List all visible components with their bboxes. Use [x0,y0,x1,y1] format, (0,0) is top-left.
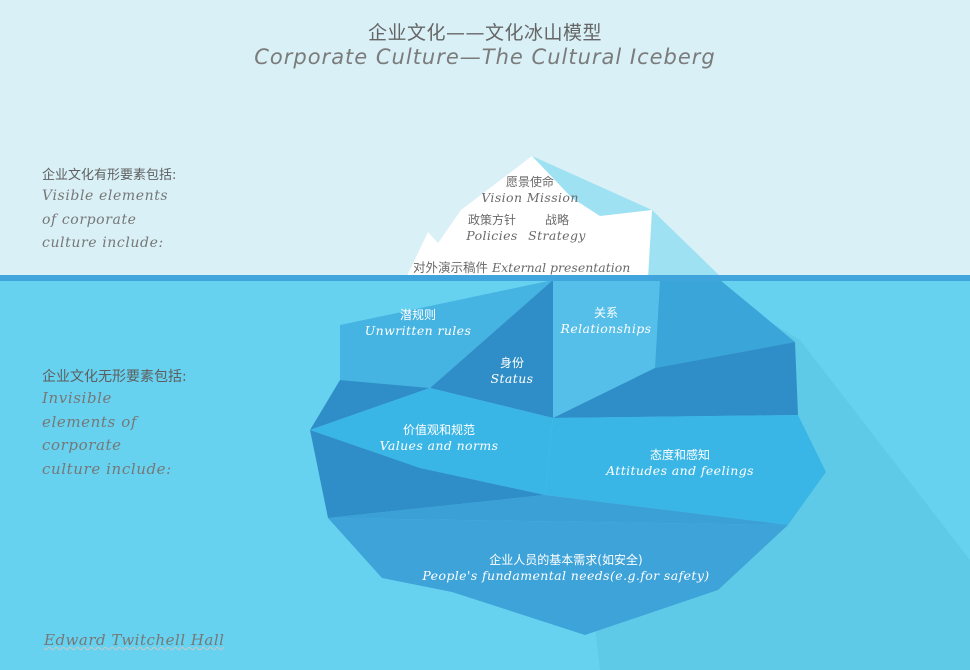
label-external-presentation: 对外演示稿件 External presentation [413,257,630,276]
label-policies-en: Policies [466,228,518,243]
label-external-presentation-zh: 对外演示稿件 [413,260,489,275]
label-vision-mission-en: Vision Mission [481,190,579,205]
label-attitudes-feelings-zh: 态度和感知 [649,448,710,462]
label-relationships: 关系 Relationships [561,306,652,336]
label-relationships-zh: 关系 [593,306,618,320]
label-status-en: Status [490,371,534,386]
label-strategy-zh: 战略 [544,213,570,227]
label-values-norms-en: Values and norms [379,438,499,453]
iceberg-tip [406,156,652,278]
label-unwritten-rules-en: Unwritten rules [364,323,472,338]
label-fundamental-needs-en: People's fundamental needs(e.g.for safet… [422,568,710,583]
invisible-heading-chinese: 企业文化无形要素包括: [42,369,187,385]
label-relationships-en: Relationships [560,321,652,336]
label-strategy: 战略 Strategy [528,213,586,243]
label-unwritten-rules: 潜规则 Unwritten rules [365,308,472,338]
label-policies: 政策方针 Policies [466,213,517,243]
label-strategy-en: Strategy [528,228,586,243]
visible-heading-chinese: 企业文化有形要素包括: [42,168,177,183]
label-policies-zh: 政策方针 [467,213,516,227]
label-attitudes-feelings: 态度和感知 Attitudes and feelings [606,448,754,478]
label-unwritten-rules-zh: 潜规则 [399,308,436,322]
label-fundamental-needs: 企业人员的基本需求(如安全) People's fundamental need… [422,553,709,583]
author-credit: Edward Twitchell Hall [44,631,224,649]
label-attitudes-feelings-en: Attitudes and feelings [606,463,754,478]
label-vision-mission: 愿景使命 Vision Mission [481,175,579,205]
invisible-heading-english: Invisible elements of corporate culture … [42,389,172,478]
label-fundamental-needs-zh: 企业人员的基本需求(如安全) [489,553,643,567]
label-status: 身份 Status [491,356,534,386]
waterline [0,275,970,281]
label-vision-mission-zh: 愿景使命 [505,175,555,189]
iceberg-body [310,280,826,635]
label-values-norms-zh: 价值观和规范 [402,423,475,437]
title-english: Corporate Culture—The Cultural Iceberg [254,45,716,69]
label-external-presentation-en: External presentation [492,260,631,275]
label-values-norms: 价值观和规范 Values and norms [380,423,499,453]
visible-heading-english: Visible elements of corporate culture in… [42,188,169,251]
title-chinese: 企业文化——文化冰山模型 [367,22,602,44]
label-status-zh: 身份 [499,356,524,370]
author-name: Edward Twitchell Hall [44,631,225,649]
